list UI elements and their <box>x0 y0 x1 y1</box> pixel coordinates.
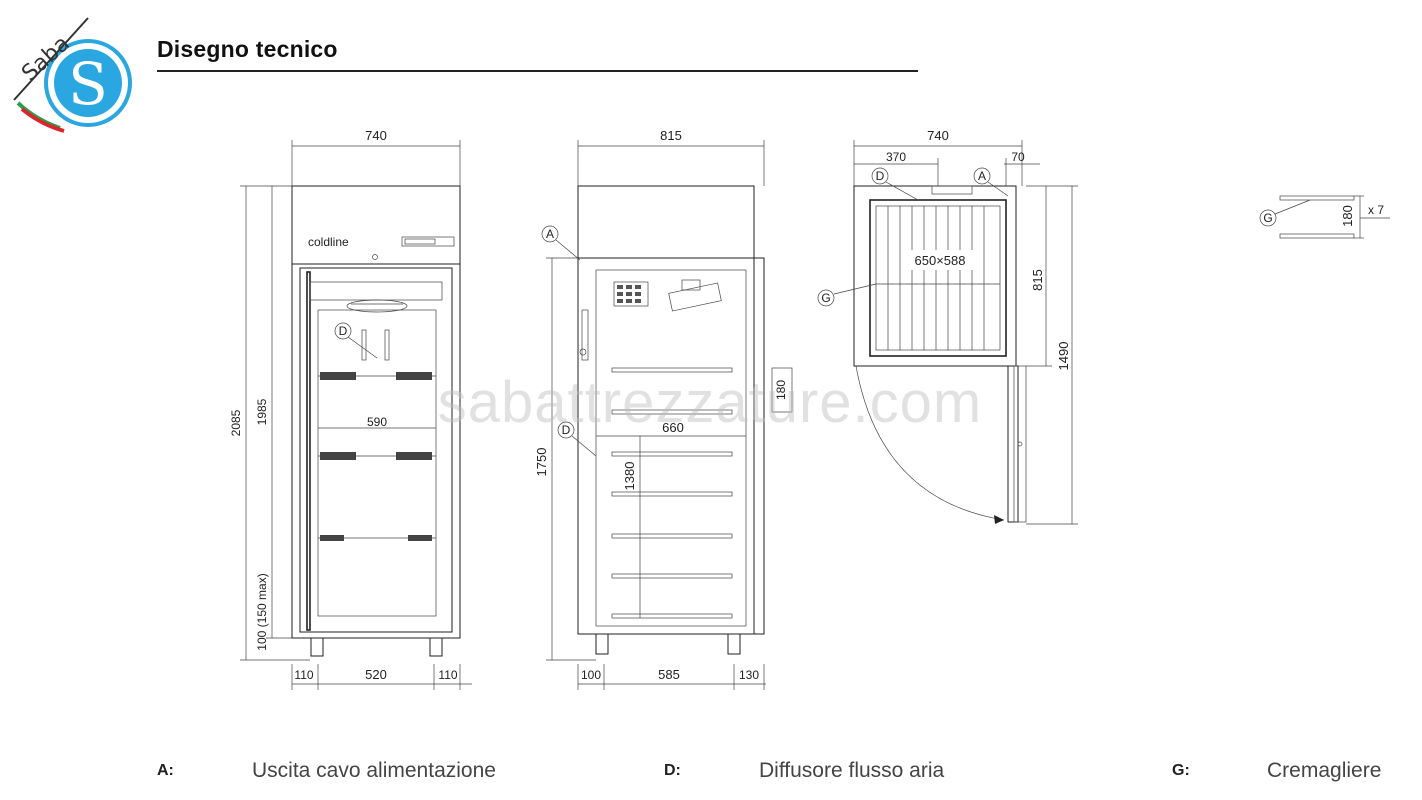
legend-code-a: A: <box>157 762 174 779</box>
page-title: Disegno tecnico <box>157 36 338 62</box>
top-view: 740 370 70 650×588 D A G <box>817 128 1078 525</box>
top-callout-d: D <box>876 169 885 183</box>
side-callout-d: D <box>562 423 571 437</box>
top-width: 740 <box>927 128 949 143</box>
top-depth-open: 1490 <box>1056 342 1071 371</box>
rack-spacing: 180 <box>1340 205 1355 227</box>
top-tray-size: 650×588 <box>915 253 966 268</box>
logo-letter: S <box>68 50 108 118</box>
side-bottom-right: 130 <box>739 668 759 682</box>
side-callout-a: A <box>546 227 554 241</box>
top-callout-a: A <box>978 169 986 183</box>
title-divider <box>157 70 918 72</box>
side-view: 815 180 660 1380 <box>534 128 793 690</box>
front-inner-width: 590 <box>367 415 387 429</box>
top-left-part: 370 <box>886 150 906 164</box>
brand-label: coldline <box>308 235 349 249</box>
front-width: 740 <box>365 128 387 143</box>
side-inner-depth: 660 <box>662 420 684 435</box>
front-height-total: 2085 <box>229 409 243 436</box>
rack-detail: G 180 x 7 <box>1259 195 1390 239</box>
legend-text-d: Diffusore flusso aria <box>759 759 945 782</box>
front-height-body: 1985 <box>255 398 269 425</box>
watermark: sabattrezzature.com <box>438 370 982 435</box>
top-depth: 815 <box>1030 269 1045 291</box>
top-right-part: 70 <box>1011 150 1025 164</box>
front-bottom-left: 110 <box>294 668 313 682</box>
saba-logo: S Saba <box>13 17 132 133</box>
front-feet-height: 100 (150 max) <box>255 573 269 650</box>
side-depth: 815 <box>660 128 682 143</box>
rack-callout-g: G <box>1263 211 1272 225</box>
rack-count: x 7 <box>1368 203 1384 217</box>
front-view: 740 coldline D 5 <box>229 128 472 690</box>
top-callout-g: G <box>821 291 830 305</box>
legend-text-a: Uscita cavo alimentazione <box>252 759 496 782</box>
side-height: 1750 <box>534 448 549 477</box>
legend-code-g: G: <box>1172 762 1190 779</box>
front-bottom-middle: 520 <box>365 667 387 682</box>
front-bottom-right: 110 <box>438 668 457 682</box>
side-bottom-left: 100 <box>581 668 601 682</box>
side-shelf-gap: 180 <box>774 380 788 400</box>
side-bottom-middle: 585 <box>658 667 680 682</box>
legend-code-d: D: <box>664 762 681 779</box>
front-callout-d: D <box>339 324 348 338</box>
legend-text-g: Cremagliere <box>1267 759 1382 782</box>
side-inner-height: 1380 <box>622 462 637 491</box>
